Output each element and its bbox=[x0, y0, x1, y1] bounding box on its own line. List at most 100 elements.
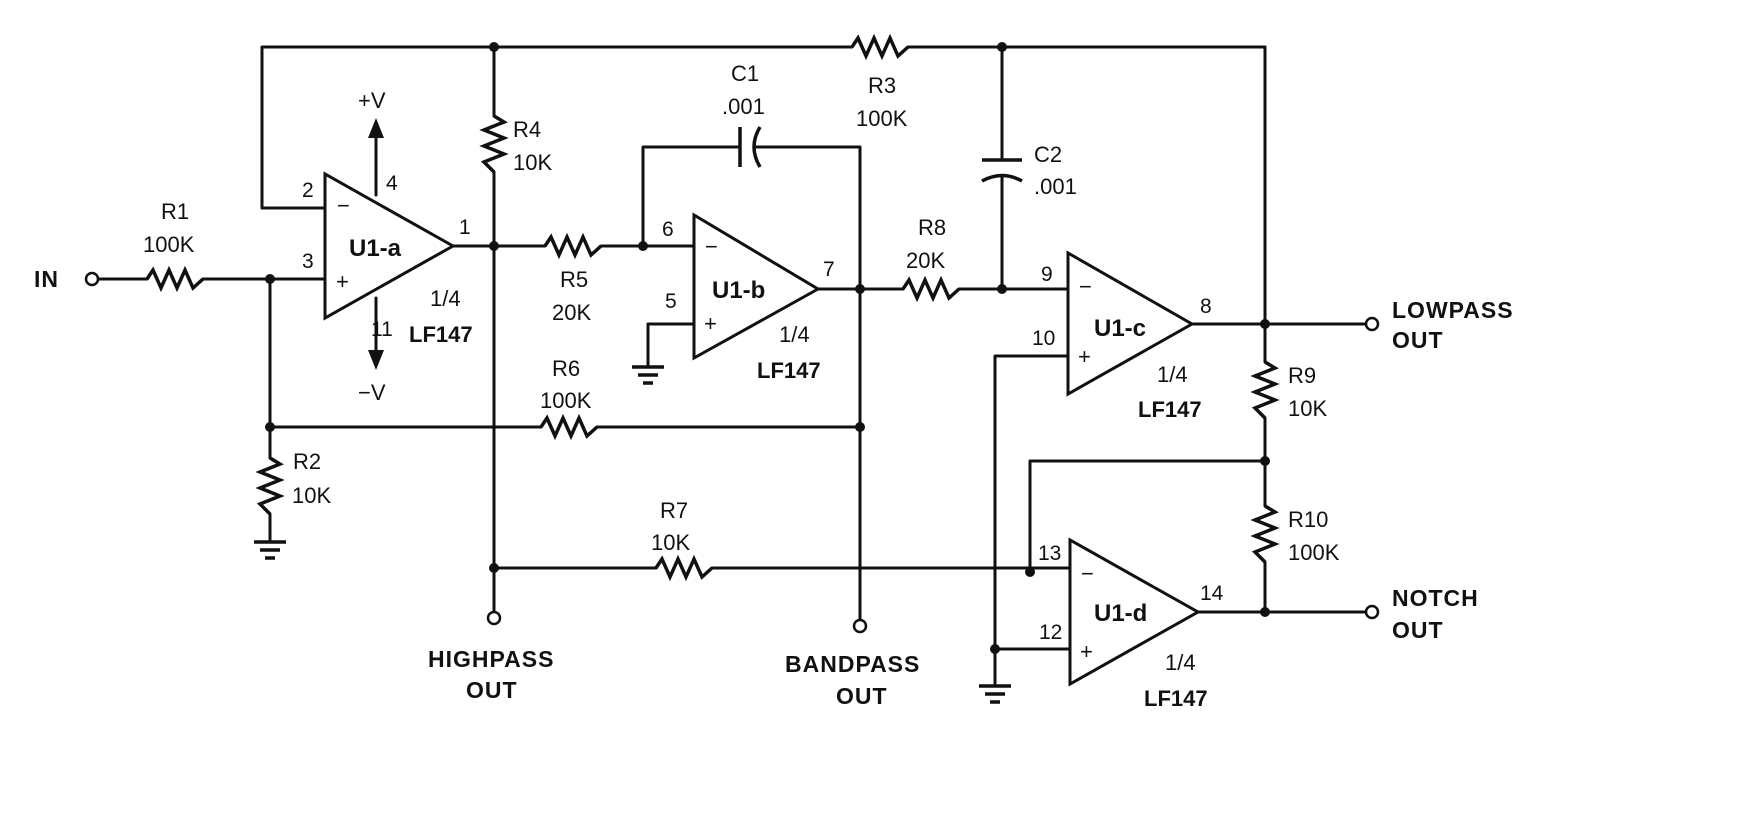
resistor-r5 bbox=[543, 232, 603, 260]
svg-text:3: 3 bbox=[302, 250, 314, 273]
svg-text:1/4: 1/4 bbox=[1165, 650, 1196, 675]
svg-text:13: 13 bbox=[1038, 542, 1061, 565]
resistor-r8 bbox=[901, 275, 961, 303]
svg-text:1: 1 bbox=[459, 216, 471, 239]
notch-label-2: OUT bbox=[1392, 617, 1444, 643]
svg-text:10K: 10K bbox=[1288, 396, 1327, 421]
highpass-terminal bbox=[486, 610, 502, 626]
svg-text:LF147: LF147 bbox=[409, 322, 473, 347]
svg-text:R8: R8 bbox=[918, 215, 946, 240]
pin-numbers: 2 3 1 4 11 6 5 7 9 10 8 13 12 14 bbox=[302, 172, 1224, 644]
svg-text:LF147: LF147 bbox=[757, 358, 821, 383]
svg-text:−: − bbox=[705, 234, 718, 259]
resistor-r9 bbox=[1250, 360, 1280, 420]
arrow-down-icon bbox=[368, 350, 384, 370]
opamp-u1b: − + U1-b bbox=[692, 212, 822, 361]
port-labels: IN HIGHPASS OUT BANDPASS OUT LOWPASS OUT… bbox=[34, 266, 1514, 709]
svg-text:R7: R7 bbox=[660, 498, 688, 523]
svg-text:100K: 100K bbox=[1288, 540, 1340, 565]
svg-text:9: 9 bbox=[1041, 263, 1053, 286]
highpass-label-2: OUT bbox=[466, 677, 518, 703]
svg-text:10K: 10K bbox=[651, 530, 690, 555]
supply-positive-label: +V bbox=[358, 88, 386, 113]
ground-icon bbox=[979, 684, 1011, 704]
svg-text:100K: 100K bbox=[856, 106, 908, 131]
input-label: IN bbox=[34, 266, 59, 292]
supply-arrows bbox=[368, 118, 384, 370]
svg-text:LF147: LF147 bbox=[1144, 686, 1208, 711]
svg-text:+: + bbox=[336, 269, 349, 294]
capacitor-c1 bbox=[731, 126, 762, 168]
lowpass-label-1: LOWPASS bbox=[1392, 297, 1514, 323]
svg-text:20K: 20K bbox=[552, 300, 591, 325]
bandpass-terminal bbox=[852, 618, 868, 634]
opamp-u1a-label: U1-a bbox=[349, 235, 402, 262]
resistor-r7 bbox=[654, 554, 714, 582]
svg-text:.001: .001 bbox=[722, 94, 765, 119]
resistor-r4 bbox=[479, 114, 509, 174]
svg-text:10K: 10K bbox=[292, 483, 331, 508]
svg-text:R1: R1 bbox=[161, 199, 189, 224]
svg-text:2: 2 bbox=[302, 179, 314, 202]
highpass-label-1: HIGHPASS bbox=[428, 646, 554, 672]
svg-text:+: + bbox=[704, 311, 717, 336]
capacitor-c2 bbox=[981, 158, 1023, 187]
svg-text:R2: R2 bbox=[293, 449, 321, 474]
svg-text:R6: R6 bbox=[552, 356, 580, 381]
svg-text:5: 5 bbox=[665, 290, 677, 313]
capacitors bbox=[731, 126, 1023, 187]
svg-text:R5: R5 bbox=[560, 267, 588, 292]
svg-text:6: 6 bbox=[662, 218, 674, 241]
svg-text:R3: R3 bbox=[868, 73, 896, 98]
svg-text:C1: C1 bbox=[731, 61, 759, 86]
resistor-r6 bbox=[539, 413, 599, 441]
input-terminal bbox=[84, 271, 100, 287]
resistor-r3 bbox=[850, 33, 910, 61]
lowpass-label-2: OUT bbox=[1392, 327, 1444, 353]
svg-text:20K: 20K bbox=[906, 248, 945, 273]
svg-text:R4: R4 bbox=[513, 117, 541, 142]
part-labels: 1/4 LF147 1/4 LF147 1/4 LF147 1/4 LF147 bbox=[409, 286, 1208, 711]
grounds bbox=[254, 365, 1011, 704]
bandpass-label-2: OUT bbox=[836, 683, 888, 709]
opamp-u1c: − + U1-c bbox=[1066, 250, 1196, 397]
opamp-u1d: − + U1-d bbox=[1068, 537, 1202, 687]
svg-text:+: + bbox=[1080, 639, 1093, 664]
component-labels: R1 100K R2 10K R3 100K R4 10K R5 20K R6 … bbox=[143, 61, 1340, 565]
notch-terminal bbox=[1364, 604, 1380, 620]
bandpass-label-1: BANDPASS bbox=[785, 651, 920, 677]
resistor-r2 bbox=[255, 456, 285, 516]
opamp-u1d-label: U1-d bbox=[1094, 600, 1147, 627]
svg-text:R9: R9 bbox=[1288, 363, 1316, 388]
arrow-up-icon bbox=[368, 118, 384, 138]
svg-text:8: 8 bbox=[1200, 295, 1212, 318]
svg-text:1/4: 1/4 bbox=[779, 322, 810, 347]
opamp-u1c-label: U1-c bbox=[1094, 315, 1146, 342]
svg-text:+: + bbox=[1078, 344, 1091, 369]
svg-text:100K: 100K bbox=[540, 388, 592, 413]
resistor-r10 bbox=[1250, 504, 1280, 564]
svg-text:−: − bbox=[337, 193, 350, 218]
svg-text:11: 11 bbox=[371, 318, 393, 341]
junction-dots bbox=[265, 42, 1270, 654]
resistors bbox=[145, 33, 1280, 582]
svg-text:.001: .001 bbox=[1034, 174, 1077, 199]
svg-text:10K: 10K bbox=[513, 150, 552, 175]
svg-text:4: 4 bbox=[386, 172, 398, 195]
ground-icon bbox=[632, 365, 664, 385]
svg-text:14: 14 bbox=[1200, 582, 1224, 605]
resistor-r1 bbox=[145, 265, 205, 293]
notch-label-1: NOTCH bbox=[1392, 585, 1479, 611]
svg-text:12: 12 bbox=[1039, 621, 1062, 644]
svg-text:LF147: LF147 bbox=[1138, 397, 1202, 422]
svg-text:100K: 100K bbox=[143, 232, 195, 257]
svg-text:−: − bbox=[1081, 561, 1094, 586]
svg-text:−: − bbox=[1079, 274, 1092, 299]
terminals bbox=[84, 271, 1380, 634]
opamp-u1b-label: U1-b bbox=[712, 277, 765, 304]
svg-text:10: 10 bbox=[1032, 327, 1055, 350]
lowpass-terminal bbox=[1364, 316, 1380, 332]
svg-text:1/4: 1/4 bbox=[1157, 362, 1188, 387]
supply-negative-label: −V bbox=[358, 380, 386, 405]
